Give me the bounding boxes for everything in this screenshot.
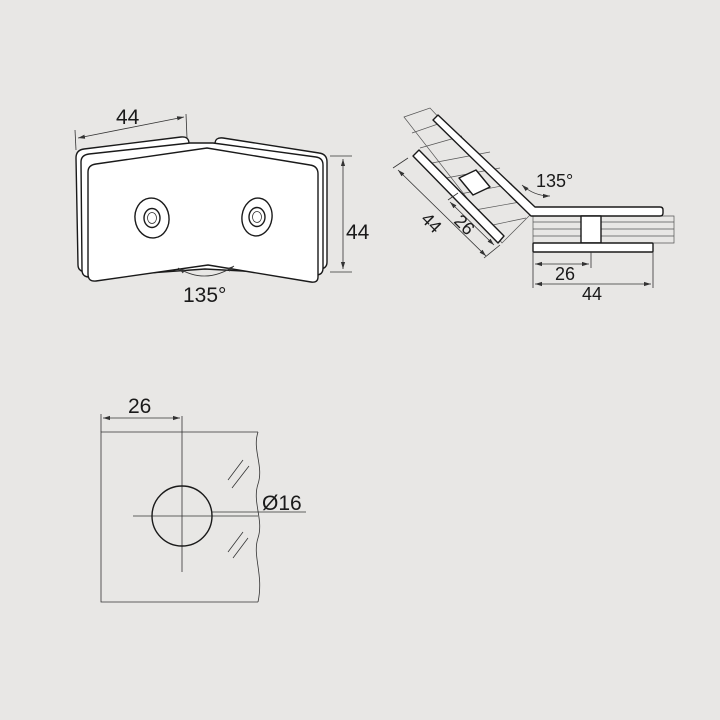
side-angle-label: 135° [536, 171, 573, 191]
side-diag-inner-dim-line [449, 201, 495, 246]
glass-sheet-outline [100, 431, 258, 603]
width-dimension-line [77, 116, 185, 139]
glass-hole [151, 485, 213, 547]
clamp-front-plate [87, 147, 319, 283]
screw-hole-right [241, 197, 273, 237]
height-dimension-label: 44 [346, 221, 370, 244]
side-connector-angled [458, 169, 491, 196]
side-bottom-plate [532, 242, 654, 253]
side-diag-outer-label: 44 [417, 209, 445, 237]
side-connector-horizontal [580, 215, 602, 244]
hole-diameter-label: Ø16 [262, 492, 302, 515]
front-angle-arc [177, 265, 235, 277]
horizontal-glass-panel [532, 215, 675, 244]
front-angle-label: 135° [183, 284, 226, 307]
side-clamp-outer-plate [432, 114, 664, 217]
side-bottom-outer-label: 44 [582, 284, 602, 304]
side-angle-arc [521, 184, 551, 199]
hole-offset-label: 26 [128, 395, 151, 418]
side-bottom-inner-label: 26 [555, 264, 575, 284]
width-dimension-label: 44 [116, 106, 140, 129]
glass-break-line [255, 431, 261, 603]
side-view: 135° 44 26 26 44 [392, 107, 675, 304]
front-view: 44 44 135° [74, 106, 370, 307]
glass-cutout-view: 26 Ø16 [100, 395, 306, 603]
screw-hole-left [134, 197, 170, 239]
